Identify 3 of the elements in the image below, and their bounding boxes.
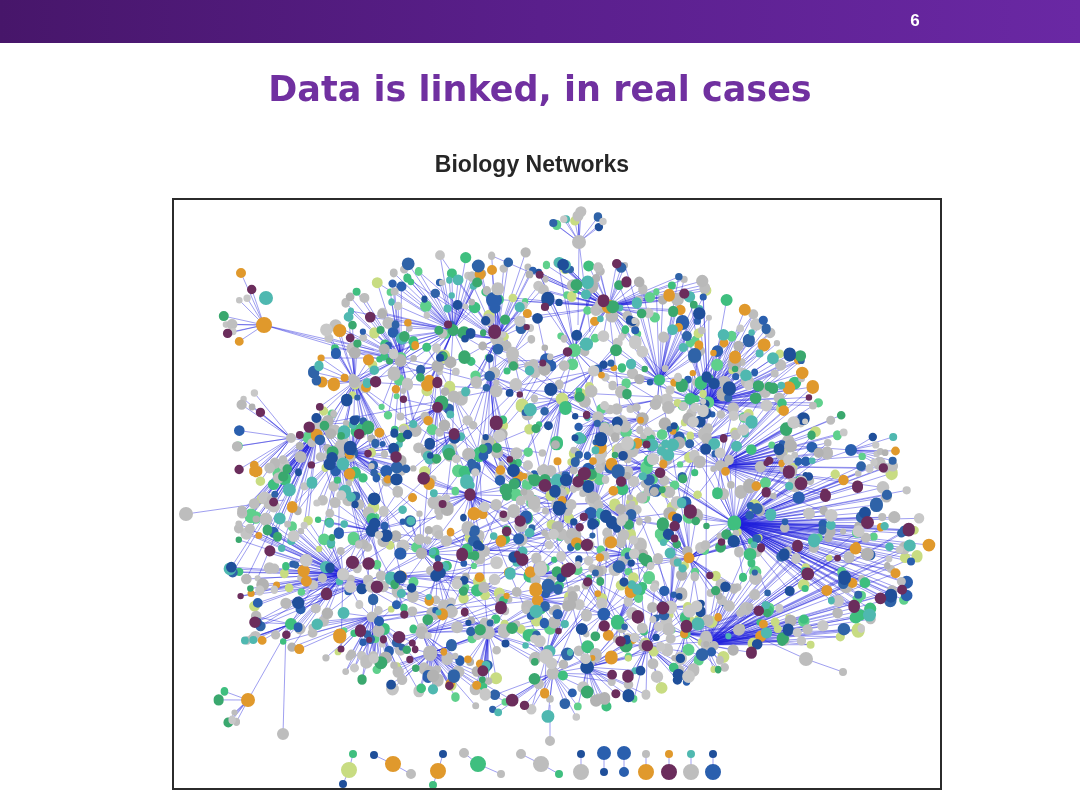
figure-heading: Biology Networks bbox=[434, 150, 630, 178]
slide-title: Data is linked, in real cases bbox=[268, 68, 812, 111]
page-number: 6 bbox=[909, 11, 921, 31]
